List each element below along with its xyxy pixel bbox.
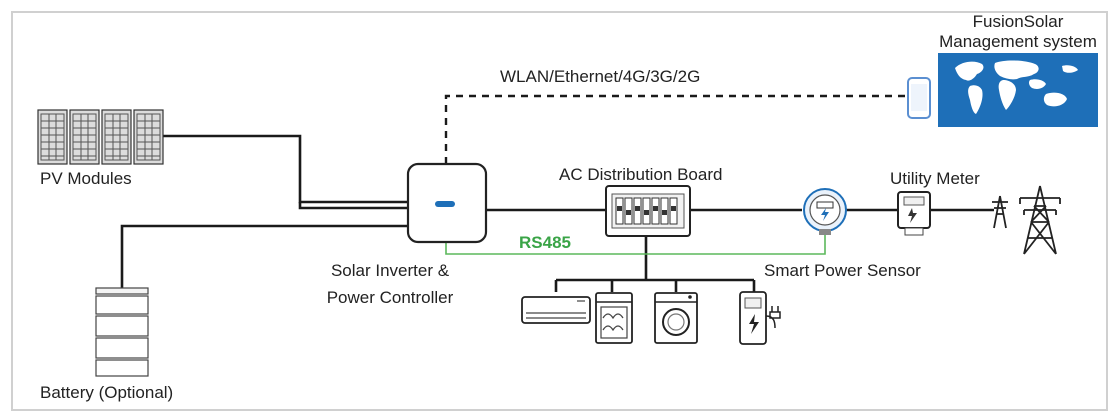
solar-panel-icon <box>37 109 68 165</box>
transmission-tower-icon <box>992 185 1061 255</box>
wlan-link-label: WLAN/Ethernet/4G/3G/2G <box>500 67 701 86</box>
inverter-label-line-2: Power Controller <box>326 288 454 307</box>
mgmt-label-line-2: Management system <box>939 32 1097 51</box>
distribution-board-icon <box>605 185 691 237</box>
rs485-link-line <box>445 232 826 255</box>
solar-panel-icon <box>101 109 132 165</box>
inverter-icon <box>406 162 488 244</box>
washing-machine-icon <box>654 292 698 344</box>
ac-board-label: AC Distribution Board <box>559 165 723 184</box>
board-to-loads-wire <box>554 236 756 292</box>
pv-to-inverter-wire-2 <box>298 202 408 210</box>
utility-meter-label: Utility Meter <box>890 169 980 188</box>
pv-to-inverter-wire-1 <box>162 134 408 204</box>
battery-stack-icon <box>95 287 149 377</box>
battery-to-inverter-wire <box>120 224 408 292</box>
solar-panel-icon <box>69 109 100 165</box>
ev-charger-icon <box>739 291 781 345</box>
air-conditioner-icon <box>521 296 591 324</box>
power-wiring <box>120 134 994 292</box>
inverter-label-line-1: Solar Inverter & <box>330 261 450 280</box>
diagram-frame <box>11 11 1108 411</box>
smartphone-icon <box>907 77 931 119</box>
pv-modules <box>37 109 164 165</box>
rs485-label: RS485 <box>519 233 571 252</box>
solar-panel-icon <box>133 109 164 165</box>
mgmt-label-line-1: FusionSolar <box>972 12 1064 31</box>
inverter-logo <box>435 201 455 207</box>
pv-modules-label: PV Modules <box>40 169 132 188</box>
world-map-icon <box>955 60 1078 114</box>
utility-meter-icon <box>897 191 931 236</box>
dishwasher-icon <box>595 292 633 344</box>
smart-sensor-label: Smart Power Sensor <box>764 261 921 280</box>
management-system-panel <box>938 53 1098 127</box>
smart-meter-icon <box>803 188 847 235</box>
wlan-link-line <box>444 94 908 164</box>
battery-label: Battery (Optional) <box>40 383 174 402</box>
